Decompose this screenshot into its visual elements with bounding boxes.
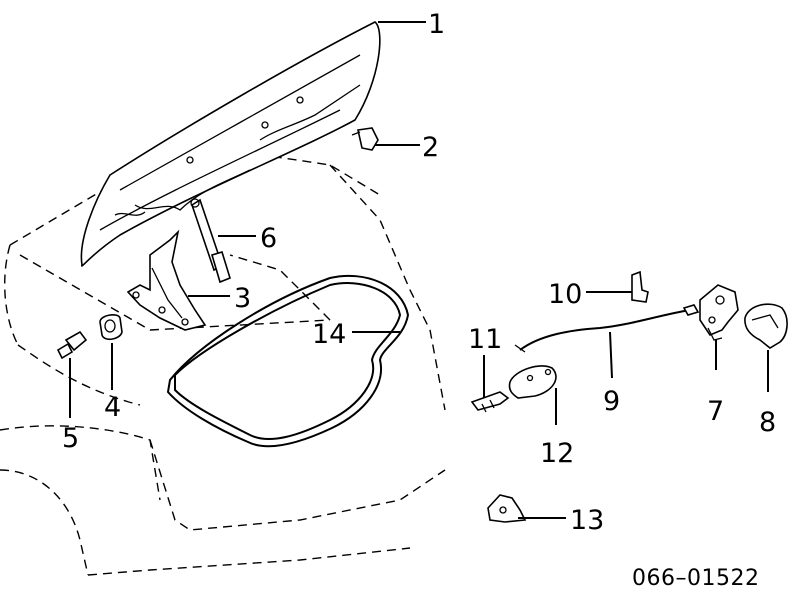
callout-5: 5: [62, 423, 79, 454]
gas-strut: [190, 198, 231, 284]
cable-holder: [631, 270, 649, 303]
car-body-outline: [0, 149, 446, 576]
diagram-code: 066–01522: [632, 566, 759, 591]
mounting-bracket: [487, 494, 527, 523]
callout-10: 10: [548, 279, 582, 310]
release-cable: [514, 304, 700, 353]
leader-lines: [69, 21, 769, 519]
lever-cover: [508, 365, 557, 399]
callout-1: 1: [428, 9, 445, 40]
callout-9: 9: [603, 386, 620, 417]
callout-labels: 1 2 3 4 5 6 7 8 9 10 11 12 13 14: [62, 9, 776, 536]
callout-6: 6: [260, 223, 277, 254]
weatherstrip: [166, 274, 410, 448]
callout-11: 11: [468, 324, 502, 355]
callout-8: 8: [759, 407, 776, 438]
callout-14: 14: [312, 319, 346, 350]
callout-3: 3: [234, 283, 251, 314]
callout-4: 4: [104, 392, 121, 423]
callout-7: 7: [707, 396, 724, 427]
clip: [351, 127, 379, 151]
bolt: [56, 330, 88, 360]
callout-13: 13: [570, 505, 604, 536]
callout-12: 12: [540, 438, 574, 469]
trunk-hinge: [126, 229, 207, 331]
trunk-latch: [699, 284, 739, 341]
bumper-stop: [99, 313, 123, 341]
trunk-lid: [80, 21, 381, 267]
release-lever: [470, 391, 510, 413]
latch-cover: [744, 303, 788, 349]
callout-2: 2: [422, 132, 439, 163]
